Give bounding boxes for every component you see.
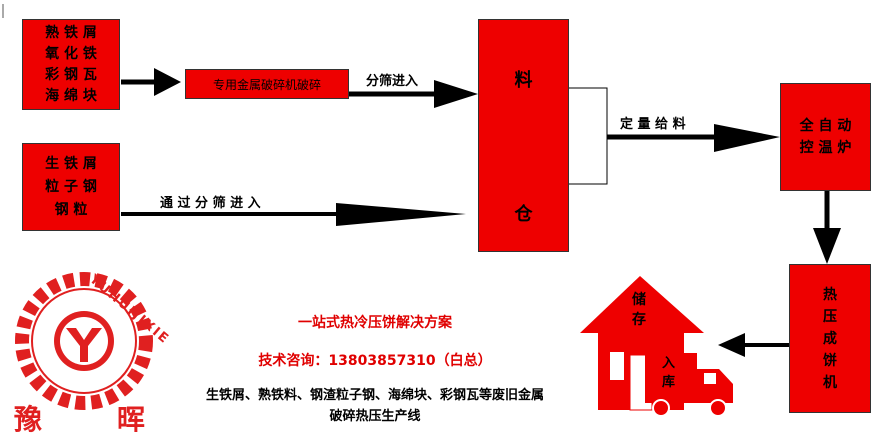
arrow-input-to-crusher: [121, 68, 181, 96]
furnace-label-line: 全 自 动: [799, 118, 852, 134]
press-label-char: 热: [823, 286, 837, 303]
truck-label-char: 库: [662, 375, 676, 390]
truck-label: 入 库: [662, 354, 675, 392]
edge-label-quantitative-feed: 定 量 给 料: [620, 117, 686, 132]
input-hot-scrap-line: 熟 铁 屑: [45, 24, 97, 41]
tagline-contact: 技术咨询：13803857310（白总）: [258, 353, 492, 369]
crusher-box: 专用金属破碎机破碎: [185, 69, 349, 99]
input-box-raw-scrap: 生 铁 屑 粒 子 钢 钢 粒: [22, 143, 120, 231]
edge-label-sieve-in: 分筛进入: [366, 74, 419, 89]
press-box: 热 压 成 饼 机: [789, 264, 871, 413]
warehouse-label-char: 储: [632, 292, 646, 308]
input-hot-scrap-line: 海 绵 块: [45, 87, 97, 104]
arrow-crusher-to-silo: [349, 80, 478, 108]
input-hot-scrap-line: 氧 化 铁: [45, 45, 97, 62]
arrow-input2-to-silo: [121, 203, 466, 226]
furnace-box: 全 自 动 控 温 炉: [780, 83, 871, 191]
crusher-label: 专用金属破碎机破碎: [212, 77, 321, 92]
arrow-furnace-to-press: [813, 191, 841, 264]
truck-icon: [645, 353, 733, 417]
silo-label-bottom: 仓: [514, 204, 533, 225]
arrow-press-to-storage: [718, 333, 789, 357]
input-hot-scrap-line: 彩 钢 瓦: [45, 66, 97, 83]
tagline-desc-line2: 破碎热压生产线: [329, 409, 421, 424]
input-box-hot-scrap: 熟 铁 屑 氧 化 铁 彩 钢 瓦 海 绵 块: [22, 19, 120, 110]
company-logo-icon: [15, 272, 153, 410]
input-raw-scrap-line: 钢 粒: [54, 201, 88, 218]
press-label-char: 饼: [823, 352, 837, 369]
tagline-headline: 一站式热冷压饼解决方案: [298, 315, 452, 331]
warehouse-label-char: 存: [632, 312, 646, 328]
press-label-char: 压: [823, 308, 837, 325]
press-label-char: 机: [823, 374, 837, 391]
logo-cn-name-2: 晖: [117, 403, 146, 436]
logo-cn-name-1: 豫: [14, 403, 43, 436]
silo-label-top: 料: [514, 70, 533, 91]
arrow-silo-to-furnace: [569, 87, 780, 185]
furnace-label-line: 控 温 炉: [799, 140, 852, 156]
input-raw-scrap-line: 粒 子 钢: [45, 178, 97, 195]
press-label-char: 成: [823, 330, 837, 347]
edge-label-sieve-through: 通 过 分 筛 进 入: [160, 196, 261, 211]
truck-label-char: 入: [662, 356, 676, 371]
silo-box: 料 仓: [478, 19, 569, 252]
input-raw-scrap-line: 生 铁 屑: [45, 155, 97, 172]
warehouse-label: 储 存: [632, 290, 646, 330]
tagline-desc-line1: 生铁屑、熟铁料、钢渣粒子钢、海绵块、彩钢瓦等废旧金属: [205, 388, 544, 403]
